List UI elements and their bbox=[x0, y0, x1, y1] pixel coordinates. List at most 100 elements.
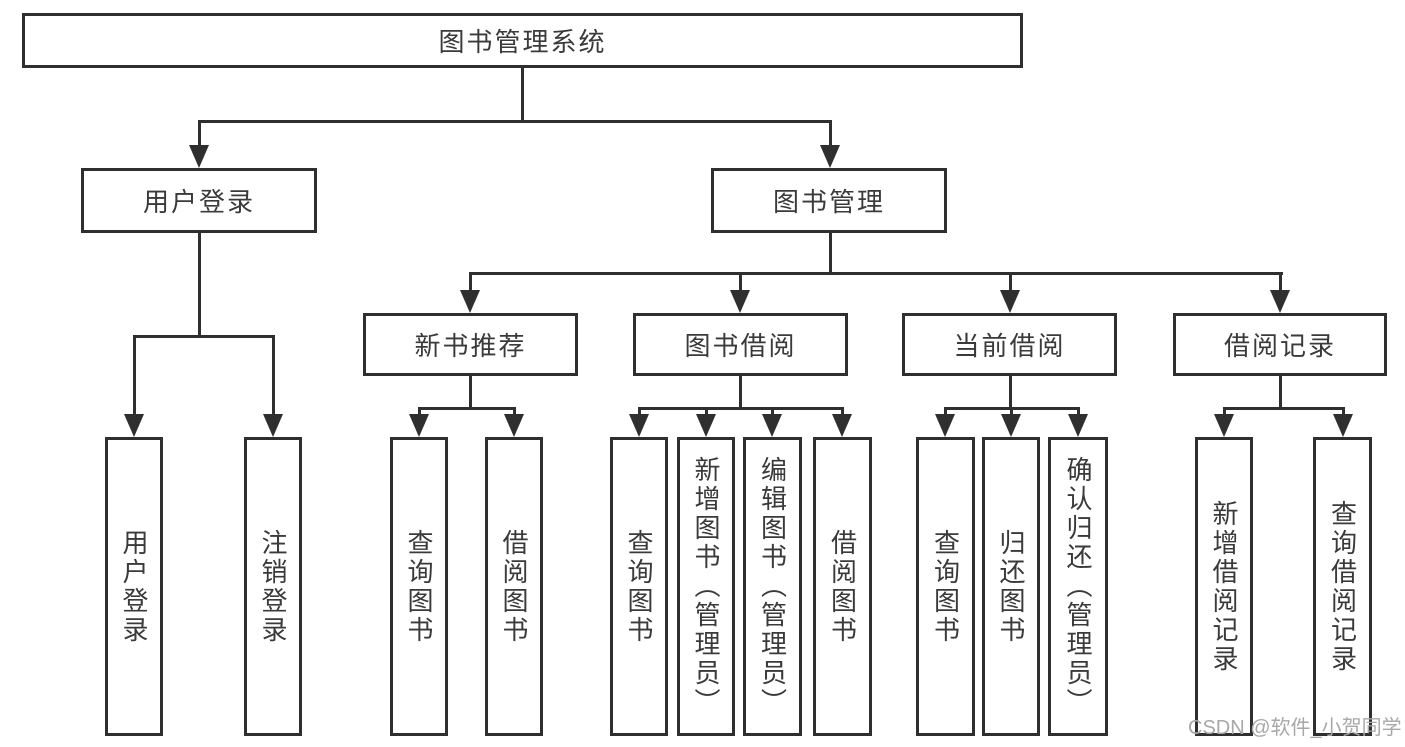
arrow-stem bbox=[637, 410, 641, 417]
arrow-stem bbox=[840, 410, 844, 417]
arrow-stem bbox=[1341, 410, 1345, 417]
arrow-stem bbox=[271, 338, 275, 417]
arrow-head-icon bbox=[696, 414, 716, 437]
arrow-to-confirm-return bbox=[1068, 410, 1088, 437]
connector-root-stem bbox=[521, 68, 524, 123]
arrow-head-icon bbox=[832, 414, 852, 437]
watermark: CSDN @软件_小贺同学 bbox=[1188, 717, 1402, 739]
leaf-query-book-1: 查询图书 bbox=[390, 437, 448, 736]
leaf-query-borrow-record-label: 查询借阅记录 bbox=[1327, 499, 1358, 674]
leaf-query-book-1-label: 查询图书 bbox=[404, 528, 434, 645]
arrow-to-add-book bbox=[696, 410, 716, 437]
arrow-head-icon bbox=[124, 414, 144, 437]
arrow-stem bbox=[1008, 275, 1012, 293]
arrow-head-icon bbox=[189, 145, 209, 168]
arrow-to-add-record bbox=[1214, 410, 1234, 437]
node-current-borrow-label: 当前借阅 bbox=[953, 331, 1066, 361]
node-book-management: 图书管理 bbox=[711, 168, 947, 233]
arrow-head-icon bbox=[1214, 414, 1234, 437]
connector-book-borrow-bar bbox=[638, 407, 844, 410]
arrow-head-icon bbox=[504, 414, 524, 437]
leaf-add-book-admin: 新增图书（管理员） bbox=[677, 437, 735, 736]
leaf-return-book-label: 归还图书 bbox=[996, 528, 1026, 645]
arrow-to-book-borrow bbox=[730, 275, 750, 313]
arrow-to-borrow-book-1 bbox=[504, 410, 524, 437]
arrow-head-icon bbox=[762, 414, 782, 437]
connector-current-borrow-stem bbox=[1009, 376, 1012, 410]
leaf-return-book: 归还图书 bbox=[982, 437, 1040, 736]
arrow-to-query-book-2 bbox=[629, 410, 649, 437]
node-book-borrow-label: 图书借阅 bbox=[684, 331, 797, 361]
leaf-add-book-admin-label: 新增图书（管理员） bbox=[691, 456, 721, 717]
arrow-to-query-book-1 bbox=[409, 410, 429, 437]
arrow-head-icon bbox=[730, 290, 750, 313]
connector-borrow-records-bar bbox=[1223, 407, 1345, 410]
arrow-to-user-login bbox=[189, 123, 209, 168]
leaf-user-login-label: 用户登录 bbox=[119, 528, 149, 645]
leaf-user-login: 用户登录 bbox=[105, 437, 163, 736]
arrow-stem bbox=[468, 275, 472, 293]
arrow-head-icon bbox=[935, 414, 955, 437]
leaf-query-borrow-record: 查询借阅记录 bbox=[1313, 437, 1372, 736]
arrow-stem bbox=[704, 410, 708, 417]
arrow-to-logout bbox=[263, 338, 283, 437]
connector-borrow-records-stem bbox=[1279, 376, 1282, 410]
arrow-stem bbox=[738, 275, 742, 293]
arrow-to-query-record bbox=[1333, 410, 1353, 437]
node-book-management-label: 图书管理 bbox=[772, 187, 885, 217]
arrow-stem bbox=[132, 338, 136, 417]
node-book-borrow: 图书借阅 bbox=[633, 313, 848, 376]
leaf-edit-book-admin-label: 编辑图书（管理员） bbox=[757, 456, 788, 717]
leaf-query-book-2-label: 查询图书 bbox=[624, 528, 654, 645]
leaf-borrow-book-2-label: 借阅图书 bbox=[827, 528, 858, 645]
leaf-confirm-return-admin-label: 确认归还（管理员） bbox=[1063, 456, 1093, 717]
arrow-stem bbox=[1009, 410, 1013, 417]
arrow-stem bbox=[197, 123, 201, 148]
leaf-borrow-book-1: 借阅图书 bbox=[485, 437, 543, 736]
leaf-query-book-2: 查询图书 bbox=[610, 437, 668, 736]
arrow-to-new-book bbox=[460, 275, 480, 313]
leaf-query-book-3: 查询图书 bbox=[916, 437, 975, 736]
arrow-stem bbox=[512, 410, 516, 417]
arrow-stem bbox=[943, 410, 947, 417]
arrow-to-borrow-book-2 bbox=[832, 410, 852, 437]
connector-root-bar bbox=[198, 120, 832, 123]
connector-book-borrow-stem bbox=[739, 376, 742, 410]
connector-book-management-stem bbox=[829, 233, 832, 275]
arrow-head-icon bbox=[1068, 414, 1088, 437]
leaf-logout-label: 注销登录 bbox=[258, 528, 288, 645]
node-new-book-recommend: 新书推荐 bbox=[363, 313, 578, 376]
arrow-head-icon bbox=[1270, 290, 1290, 313]
connector-user-login-bar bbox=[133, 335, 275, 338]
node-new-book-recommend-label: 新书推荐 bbox=[414, 331, 527, 361]
connector-new-book-bar bbox=[418, 407, 516, 410]
arrow-to-borrow-records bbox=[1270, 275, 1290, 313]
connector-new-book-stem bbox=[469, 376, 472, 410]
arrow-head-icon bbox=[460, 290, 480, 313]
leaf-logout: 注销登录 bbox=[244, 437, 302, 736]
leaf-borrow-book-1-label: 借阅图书 bbox=[499, 528, 529, 645]
arrow-to-edit-book bbox=[762, 410, 782, 437]
node-current-borrow: 当前借阅 bbox=[902, 313, 1117, 376]
leaf-edit-book-admin: 编辑图书（管理员） bbox=[743, 437, 802, 736]
arrow-stem bbox=[1076, 410, 1080, 417]
connector-book-management-bar bbox=[469, 272, 1283, 275]
arrow-head-icon bbox=[629, 414, 649, 437]
connector-current-borrow-bar bbox=[944, 407, 1080, 410]
arrow-stem bbox=[417, 410, 421, 417]
arrow-stem bbox=[828, 123, 832, 148]
connector-user-login-stem bbox=[198, 233, 201, 338]
arrow-to-book-management bbox=[820, 123, 840, 168]
arrow-to-query-book-3 bbox=[935, 410, 955, 437]
arrow-to-login bbox=[124, 338, 144, 437]
arrow-stem bbox=[770, 410, 774, 417]
leaf-confirm-return-admin: 确认归还（管理员） bbox=[1048, 437, 1108, 736]
node-root-label: 图书管理系统 bbox=[438, 27, 607, 57]
node-root: 图书管理系统 bbox=[22, 13, 1023, 68]
arrow-head-icon bbox=[263, 414, 283, 437]
node-borrow-records: 借阅记录 bbox=[1173, 313, 1387, 376]
arrow-head-icon bbox=[409, 414, 429, 437]
leaf-borrow-book-2: 借阅图书 bbox=[813, 437, 872, 736]
arrow-head-icon bbox=[820, 145, 840, 168]
